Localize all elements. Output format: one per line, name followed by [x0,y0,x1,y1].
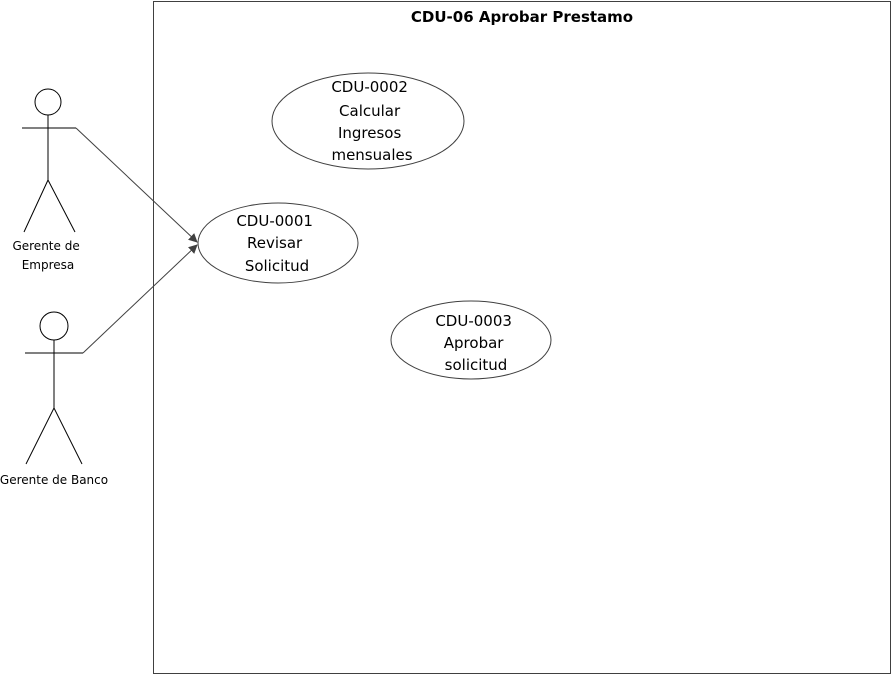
use-case-ellipse [197,202,359,284]
association-gerente-banco-to-cdu-0001 [82,244,198,354]
stick-figure-icon [22,88,76,233]
system-boundary [153,1,891,674]
actor-label: Gerente de Empresa [12,239,83,272]
use-case-cdu-0001[interactable]: CDU-0001 Revisar Solicitud [197,202,359,284]
use-case-cdu-0003[interactable]: CDU-0003 Aprobar solicitud [390,300,552,380]
stick-figure-icon [25,311,83,465]
use-case-label: CDU-0001 Revisar Solicitud [236,212,317,275]
use-case-label: CDU-0003 Aprobar solicitud [435,312,516,374]
association-gerente-empresa-to-cdu-0001 [75,127,198,243]
use-case-ellipse [271,72,465,170]
system-title: CDU-06 Aprobar Prestamo [411,8,633,26]
actor-gerente-empresa[interactable]: Gerente de Empresa [12,88,83,272]
use-case-label: CDU-0002 Calcular Ingresos mensuales [331,78,412,164]
actor-label: Gerente de Banco [0,473,108,487]
use-case-ellipse [390,300,552,380]
actor-gerente-banco[interactable]: Gerente de Banco [0,311,108,487]
use-case-cdu-0002[interactable]: CDU-0002 Calcular Ingresos mensuales [271,72,465,170]
associations [75,127,198,354]
